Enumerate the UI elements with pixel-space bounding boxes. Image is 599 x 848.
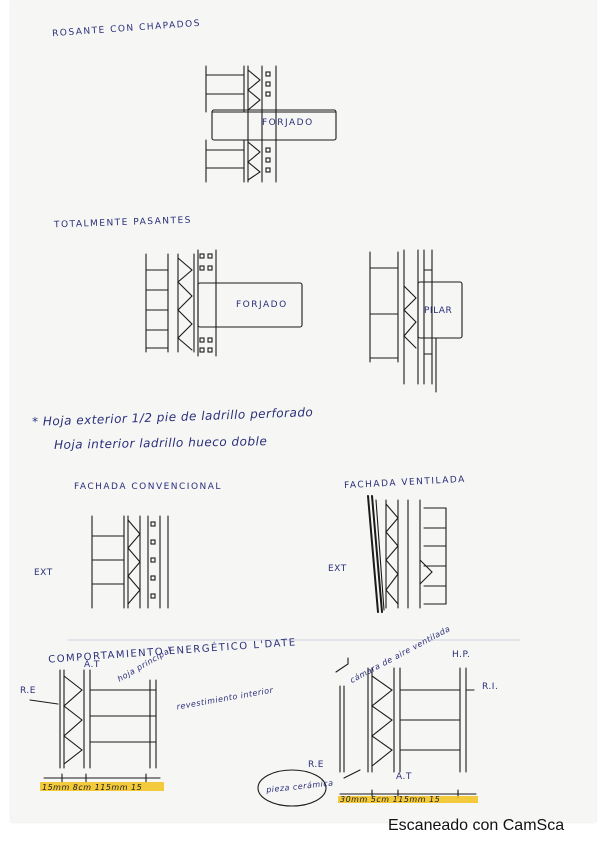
dims-right-highlight [338, 796, 478, 803]
dims-left-highlight [40, 782, 164, 791]
ext-right-label: EXT [328, 564, 347, 574]
fachada-ventilada-sketch [367, 495, 447, 613]
totalmente-pilar-sketch [369, 249, 463, 393]
dims-right-label: 30mm 5cm 115mm 15 [340, 795, 441, 804]
at-left-label: A.T [84, 660, 100, 670]
re-right-label: R.E [308, 760, 324, 770]
hp-label: H.P. [452, 650, 471, 660]
re-left-label: R.E [20, 686, 36, 696]
rosante-forjado-label: FORJADO [262, 118, 314, 128]
totalmente-pilar-label: PILAR [424, 306, 453, 316]
rosante-sketch [205, 65, 337, 183]
totalmente-forjado-label: FORJADO [236, 300, 288, 310]
scanner-watermark: Escaneado con CamSca [388, 817, 565, 834]
scanned-page [11, 0, 596, 822]
comportamiento-left-sketch [29, 669, 161, 783]
at-right-label: A.T [396, 772, 412, 782]
fachada-convencional-title: FACHADA CONVENCIONAL [74, 482, 222, 492]
fachada-convencional-sketch [91, 515, 169, 609]
ext-left-label: EXT [34, 568, 53, 578]
comportamiento-right-sketch [257, 657, 477, 807]
totalmente-forjado-sketch [145, 249, 303, 357]
ri-label: R.I. [482, 682, 499, 692]
dims-left-label: 15mm 8cm 115mm 15 [42, 783, 143, 792]
